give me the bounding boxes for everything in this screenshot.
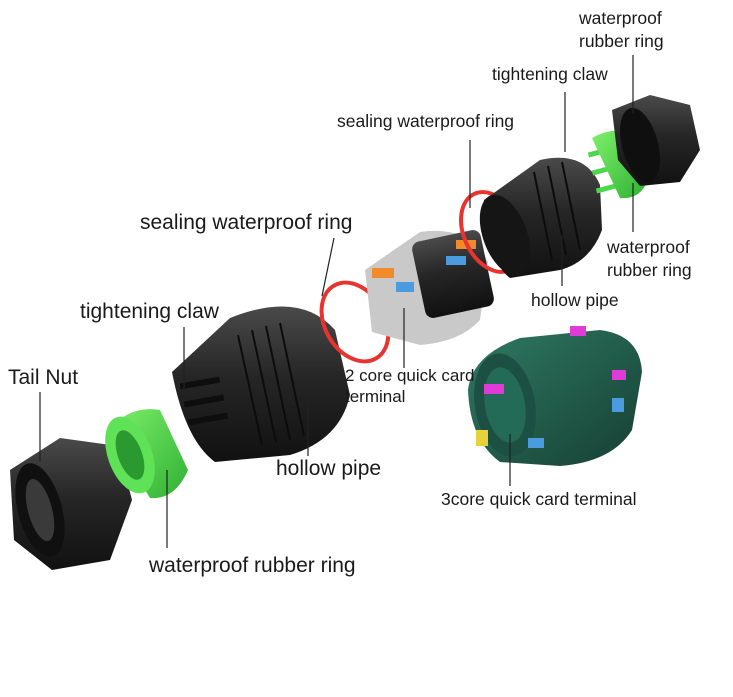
label-two-core-line1: 2 core quick card: [345, 366, 475, 385]
label-hollow-pipe-right: hollow pipe: [531, 290, 619, 310]
label-sealing-ring-left: sealing waterproof ring: [140, 211, 353, 234]
label-rubber-ring-right-line1: waterproof: [607, 237, 690, 257]
hollow-pipe-right-part: [479, 147, 617, 278]
tail-nut-part: [10, 438, 132, 570]
label-rubber-ring-top-line1: waterproof: [579, 8, 662, 28]
label-tightening-claw-top: tightening claw: [492, 64, 608, 84]
label-rubber-ring-right-line2: rubber ring: [607, 260, 692, 280]
leader-lines: [39, 55, 634, 548]
hollow-pipe-left-part: [172, 306, 350, 462]
label-tightening-claw-left: tightening claw: [80, 300, 219, 323]
label-hollow-pipe-left: hollow pipe: [276, 457, 382, 480]
label-rubber-ring-bottom: waterproof rubber ring: [149, 554, 356, 577]
rubber-ring-bottom-part: [105, 409, 188, 499]
end-nut-top-part: [612, 95, 700, 186]
leader-sealing-ring-left: [321, 237, 335, 297]
label-two-core-line2: terminal: [345, 387, 406, 406]
label-three-core: 3core quick card terminal: [441, 489, 637, 509]
two-core-terminal-part: [365, 230, 494, 345]
label-rubber-ring-top-line2: rubber ring: [579, 31, 664, 51]
label-sealing-ring-top: sealing waterproof ring: [337, 111, 515, 131]
label-tail-nut: Tail Nut: [8, 366, 79, 389]
three-core-terminal-part: [468, 326, 642, 466]
